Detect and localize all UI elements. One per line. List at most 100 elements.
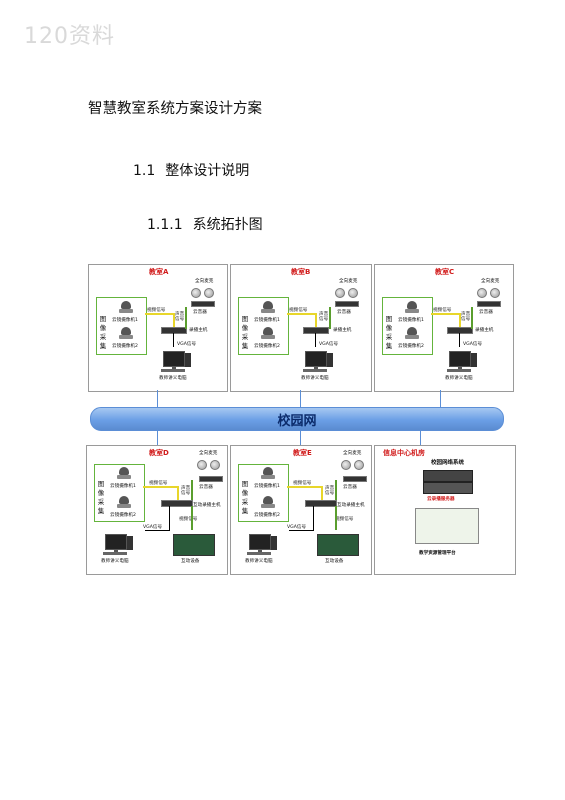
video-link [287,313,317,315]
recorder-label: 录播主机 [475,328,494,333]
keyboard-icon [161,369,185,372]
audio-link [191,480,193,500]
teacher-pc-label: 教师讲义电脑 [159,376,187,381]
subsection-number: 1.1.1 [147,217,183,233]
downlink-e [300,429,301,445]
pc-tower-icon [185,353,191,367]
server-label: 云录播服务器 [427,497,455,502]
audio-link [329,307,331,329]
interactive-recorder-label: 互动录播主机 [193,503,221,508]
section-number: 1.1 [133,163,156,179]
recorder-device [303,327,329,334]
document-title: 智慧教室系统方案设计方案 [88,101,262,117]
classroom-d: 教室D 全向麦克 图像采集 云镜摄像机1 云镜摄像机2 视频信号 云音器 声音信… [86,445,228,575]
pc-tower-icon [271,536,277,550]
classroom-title: 教室D [149,449,169,457]
video-link [287,486,323,488]
vga-link [315,333,316,347]
vga-label: VGA信号 [287,525,307,530]
ptz-camera-icon [405,327,419,339]
processor-label: 云音器 [343,485,357,490]
monitor-icon [249,534,271,552]
keyboard-icon [303,369,327,372]
ptz-camera-icon [119,327,133,339]
video-signal-label: 视频信号 [149,481,168,486]
mic-icon [335,288,345,298]
vga-link [169,506,170,531]
interactive-recorder-device [305,500,337,507]
audio-signal-label: 声音信号 [461,312,471,322]
mic-label: 全向麦克 [343,451,362,456]
keyboard-icon [447,369,471,372]
audio-link [185,307,187,329]
keyboard-icon [103,552,127,555]
resource-platform-label: 教学资源管理平台 [419,551,456,556]
recorder-device [447,327,473,334]
camera2-label: 云镜摄像机2 [398,344,424,349]
audio-signal-label: 声音信号 [319,312,329,322]
processor-label: 云音器 [193,310,207,315]
campus-network-bus: 校园网 [90,407,504,431]
image-capture-box [94,464,145,522]
monitor-icon [305,351,327,369]
data-center: 信息中心机房 校园网络系统 云录播服务器 教学资源管理平台 [374,445,516,575]
video-signal-label: 视频信号 [147,308,166,313]
camera2-label: 云镜摄像机2 [254,344,280,349]
audio-link [471,307,473,329]
mic-icon [477,288,487,298]
classroom-e: 教室E 全向麦克 图像采集 云镜摄像机1 云镜摄像机2 视频信号 云音器 声音信… [230,445,372,575]
camera2-label: 云镜摄像机2 [112,344,138,349]
mic-icon [490,288,500,298]
audio-signal-label: 声音信号 [175,312,185,322]
image-capture-label: 图像采集 [97,480,105,515]
audio-signal-label: 声音信号 [181,486,191,496]
camera1-label: 云镜摄像机1 [254,318,280,323]
uplink-a [157,390,158,407]
mic-icon [197,460,207,470]
ptz-camera-icon [261,301,275,313]
vga-link [145,530,169,531]
interactive-link [191,506,193,530]
processor-label: 云音器 [199,485,213,490]
campus-network-label: 校园网 [277,414,317,429]
video-link [173,313,175,327]
video-signal-label: 视频信号 [433,308,452,313]
downlink-center [420,429,421,445]
classroom-c: 教室C 全向麦克 图像采集 云镜摄像机1 云镜摄像机2 视频信号 云音器 声音信… [374,264,514,392]
audio-signal-label: 声音信号 [325,486,335,496]
interactive-device-label: 互动设备 [181,559,200,564]
image-capture-box [238,464,289,522]
image-capture-box [382,297,433,355]
pc-tower-icon [471,353,477,367]
mic-icon [191,288,201,298]
teacher-pc-label: 教师讲义电脑 [245,559,273,564]
ptz-camera-icon [119,301,133,313]
monitor-icon [163,351,185,369]
processor-device [191,301,215,307]
interactive-recorder-device [161,500,193,507]
vga-label: VGA信号 [319,342,339,347]
resource-platform-screen [415,508,479,544]
data-center-title: 信息中心机房 [383,449,425,457]
processor-device [343,476,367,482]
video-link [143,486,179,488]
classroom-title: 教室B [291,268,311,276]
video-link [321,486,323,500]
uplink-b [300,390,301,407]
recorder-label: 录播主机 [189,328,208,333]
teacher-pc-label: 教师讲义电脑 [301,376,329,381]
mic-icon [341,460,351,470]
teacher-pc-label: 教师讲义电脑 [445,376,473,381]
vga-link [289,530,313,531]
recorder-device [161,327,187,334]
interactive-device-label: 互动设备 [325,559,344,564]
mic-label: 全向麦克 [195,279,214,284]
video-link [145,313,175,315]
ptz-camera-icon [117,496,131,508]
interactive-link [335,506,337,530]
vga-link [173,333,174,347]
keyboard-icon [247,552,271,555]
